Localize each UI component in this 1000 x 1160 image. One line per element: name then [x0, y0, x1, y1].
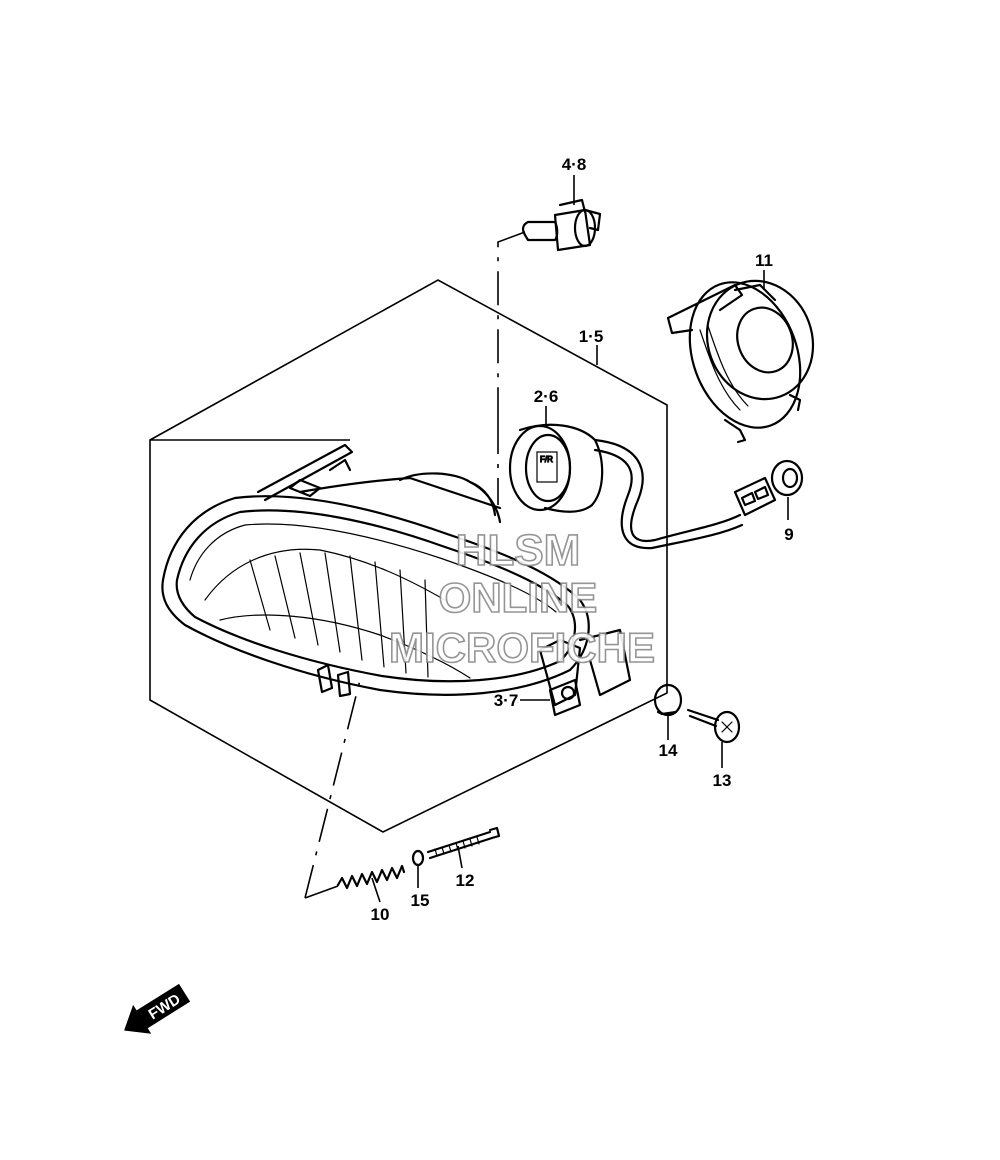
callout-4-8: 4·8	[562, 155, 587, 174]
watermark: HLSM ONLINE MICROFICHE	[388, 525, 656, 672]
arrow-icon	[124, 983, 191, 1034]
spring	[336, 864, 406, 890]
leader-lines	[304, 175, 789, 903]
assembly-boundary	[149, 279, 668, 833]
clip	[548, 678, 582, 717]
screw-thread	[434, 836, 480, 857]
callout-1-5: 1·5	[579, 327, 604, 346]
callout-labels: 4·8 11 1·5 2·6 9 3·7 14 13 10 15 12	[371, 155, 794, 924]
washer	[411, 849, 425, 867]
callout-3-7: 3·7	[494, 691, 519, 710]
headlight-bulb	[521, 198, 602, 252]
callout-11: 11	[755, 251, 773, 270]
callout-10: 10	[371, 905, 390, 924]
reflector-texture	[249, 552, 429, 678]
screw	[686, 708, 741, 744]
watermark-line-1: HLSM	[456, 526, 581, 575]
callout-12: 12	[456, 871, 475, 890]
callout-15: 15	[411, 891, 430, 910]
cushion	[653, 683, 683, 717]
rubber-cover	[666, 279, 815, 444]
callout-14: 14	[659, 741, 678, 760]
watermark-line-2: ONLINE	[439, 574, 598, 621]
callout-9: 9	[784, 525, 793, 544]
headlamp-housing	[161, 443, 632, 707]
bulb-socket: F/R	[508, 423, 744, 550]
wire-connector	[733, 476, 777, 517]
callout-2-6: 2·6	[534, 387, 559, 406]
grommet	[770, 459, 804, 497]
svg-text:F/R: F/R	[540, 455, 553, 464]
watermark-line-3: MICROFICHE	[389, 624, 655, 671]
callout-13: 13	[713, 771, 732, 790]
adjusting-screw	[426, 826, 501, 860]
fwd-arrow: FWD	[124, 983, 191, 1034]
